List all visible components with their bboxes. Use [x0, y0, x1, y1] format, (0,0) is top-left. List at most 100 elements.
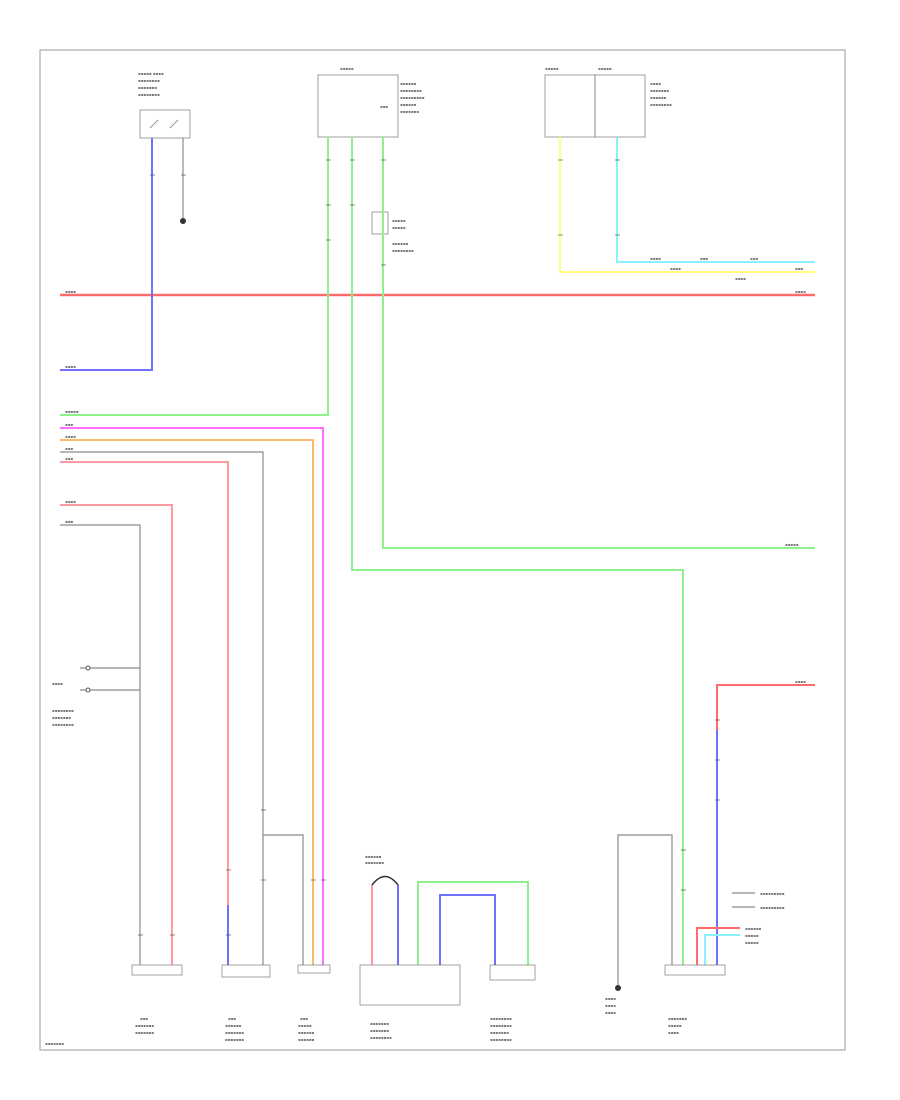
svg-text:▪▪▪: ▪▪▪ [65, 519, 73, 524]
svg-text:▪▪▪▪▪: ▪▪▪▪▪ [745, 940, 759, 945]
connector-block-2: ▪▪▪ ▪▪▪▪▪▪ ▪▪▪▪▪▪▪ ▪▪▪▪▪▪▪ [221, 964, 271, 1042]
svg-text:▪▪▪▪▪▪: ▪▪▪▪▪▪ [400, 102, 417, 107]
wire-tick-marks [138, 159, 720, 936]
svg-text:▪▪▪: ▪▪▪ [65, 422, 73, 427]
connector-block-1: ▪▪▪ ▪▪▪▪▪▪▪ ▪▪▪▪▪▪▪ [131, 964, 183, 1035]
svg-text:▪▪▪▪▪▪▪▪▪: ▪▪▪▪▪▪▪▪▪ [760, 905, 785, 910]
svg-text:▪▪▪▪▪▪▪: ▪▪▪▪▪▪▪ [370, 1021, 389, 1026]
connector-block-6: ▪▪▪▪▪▪▪ ▪▪▪▪▪ ▪▪▪▪ [664, 964, 726, 1035]
gray-wire-3 [263, 834, 304, 965]
svg-text:▪▪▪▪▪: ▪▪▪▪▪ [392, 225, 406, 230]
svg-text:▪▪▪▪: ▪▪▪▪ [795, 679, 806, 684]
svg-text:▪▪▪▪: ▪▪▪▪ [65, 434, 76, 439]
blue-wire-4 [439, 894, 496, 965]
svg-text:▪▪▪▪▪▪▪: ▪▪▪▪▪▪▪ [365, 860, 384, 865]
svg-text:▪▪▪▪▪▪▪▪▪: ▪▪▪▪▪▪▪▪▪ [400, 95, 425, 100]
svg-text:▪▪▪▪: ▪▪▪▪ [65, 499, 76, 504]
svg-text:▪▪▪▪▪: ▪▪▪▪▪ [65, 409, 79, 414]
svg-text:▪▪▪: ▪▪▪ [700, 256, 708, 261]
ground-icon [180, 218, 186, 224]
svg-text:▪▪▪▪: ▪▪▪▪ [605, 1010, 616, 1015]
svg-text:▪▪▪▪: ▪▪▪▪ [668, 1030, 679, 1035]
loop-connector-icon: ▪▪▪▪▪▪ ▪▪▪▪▪▪▪ [365, 854, 399, 886]
switch-contacts-right: ▪▪▪▪▪▪▪▪▪ ▪▪▪▪▪▪▪▪▪ ▪▪▪▪▪▪ ▪▪▪▪▪ ▪▪▪▪▪ [732, 891, 785, 945]
top-right-fuse-box: ▪▪▪▪▪ ▪▪▪▪▪ ▪▪▪▪ ▪▪▪▪▪▪▪ ▪▪▪▪▪▪ ▪▪▪▪▪▪▪▪ [544, 66, 672, 138]
svg-text:▪▪▪: ▪▪▪ [300, 1016, 308, 1021]
svg-text:▪▪▪▪▪▪▪▪: ▪▪▪▪▪▪▪▪ [400, 88, 422, 93]
svg-text:▪▪▪▪▪▪▪▪: ▪▪▪▪▪▪▪▪ [650, 102, 672, 107]
cyan-wire-right [704, 934, 740, 975]
svg-text:▪▪▪▪▪▪▪: ▪▪▪▪▪▪▪ [45, 1041, 64, 1046]
svg-text:▪▪▪▪▪▪▪▪▪: ▪▪▪▪▪▪▪▪▪ [760, 891, 785, 896]
diagram-frame [39, 49, 846, 1051]
svg-text:▪▪▪: ▪▪▪ [750, 256, 758, 261]
svg-text:▪▪▪▪▪: ▪▪▪▪▪ [668, 1023, 682, 1028]
svg-text:▪▪▪▪▪▪▪: ▪▪▪▪▪▪▪ [490, 1030, 509, 1035]
svg-text:▪▪▪▪▪: ▪▪▪▪▪ [392, 218, 406, 223]
svg-text:▪▪▪▪▪▪▪: ▪▪▪▪▪▪▪ [225, 1030, 244, 1035]
svg-text:▪▪▪▪▪▪▪: ▪▪▪▪▪▪▪ [135, 1023, 154, 1028]
svg-text:▪▪▪▪▪▪: ▪▪▪▪▪▪ [298, 1037, 315, 1042]
svg-text:▪▪▪▪▪: ▪▪▪▪▪ [340, 66, 354, 71]
svg-text:▪▪▪▪▪▪: ▪▪▪▪▪▪ [298, 1030, 315, 1035]
svg-text:▪▪▪▪▪▪▪▪: ▪▪▪▪▪▪▪▪ [370, 1035, 392, 1040]
svg-text:▪▪▪▪▪▪▪: ▪▪▪▪▪▪▪ [650, 88, 669, 93]
svg-text:▪▪▪: ▪▪▪ [795, 266, 803, 271]
inline-relay: ▪▪▪▪▪ ▪▪▪▪▪ ▪▪▪▪▪▪ ▪▪▪▪▪▪▪▪ [371, 211, 414, 253]
svg-text:▪▪▪▪: ▪▪▪▪ [650, 256, 661, 261]
svg-text:▪▪▪: ▪▪▪ [228, 1016, 236, 1021]
svg-text:▪▪▪▪▪▪▪: ▪▪▪▪▪▪▪ [400, 109, 419, 114]
svg-text:▪▪▪▪: ▪▪▪▪ [650, 81, 661, 86]
svg-text:▪▪▪▪▪▪▪▪: ▪▪▪▪▪▪▪▪ [490, 1016, 512, 1021]
svg-text:▪▪▪▪: ▪▪▪▪ [735, 276, 746, 281]
connector-block-5: ▪▪▪▪▪▪▪▪ ▪▪▪▪▪▪▪▪ ▪▪▪▪▪▪▪ ▪▪▪▪▪▪▪▪ [489, 964, 536, 1042]
green-wire-2 [351, 137, 684, 975]
gray-wire-right [617, 834, 673, 975]
ground-icon: ▪▪▪▪ ▪▪▪▪ ▪▪▪▪ [605, 975, 621, 1015]
red-wire-right-2 [696, 927, 740, 975]
top-center-fuse-box: ▪▪▪▪▪ ▪▪▪▪▪▪ ▪▪▪▪▪▪▪▪ ▪▪▪▪▪▪▪▪▪ ▪▪▪▪▪▪ ▪… [317, 66, 425, 138]
svg-text:▪▪▪▪▪▪▪▪: ▪▪▪▪▪▪▪▪ [52, 722, 74, 727]
svg-text:▪▪▪▪▪▪: ▪▪▪▪▪▪ [225, 1023, 242, 1028]
svg-text:▪▪▪▪▪: ▪▪▪▪▪ [785, 542, 799, 547]
yellow-wire [559, 137, 815, 273]
svg-text:▪▪▪▪▪▪▪: ▪▪▪▪▪▪▪ [138, 85, 157, 90]
top-left-switch-component: ▪▪▪▪▪ ▪▪▪▪ ▪▪▪▪▪▪▪▪ ▪▪▪▪▪▪▪ ▪▪▪▪▪▪▪▪ [138, 71, 191, 139]
svg-text:▪▪▪▪▪▪▪▪: ▪▪▪▪▪▪▪▪ [490, 1023, 512, 1028]
svg-text:▪▪▪▪▪▪▪: ▪▪▪▪▪▪▪ [225, 1037, 244, 1042]
svg-text:▪▪▪▪▪▪: ▪▪▪▪▪▪ [365, 854, 382, 859]
green-wire-3 [382, 137, 815, 549]
svg-text:▪▪▪▪▪: ▪▪▪▪▪ [298, 1023, 312, 1028]
cyan-wire [616, 137, 815, 263]
green-wire-1 [60, 137, 329, 416]
svg-text:▪▪▪▪▪▪▪▪: ▪▪▪▪▪▪▪▪ [138, 78, 160, 83]
svg-text:▪▪▪▪: ▪▪▪▪ [605, 996, 616, 1001]
svg-text:▪▪▪: ▪▪▪ [380, 104, 388, 109]
wire-labels: ▪▪▪▪ ▪▪▪▪ ▪▪▪▪ ▪▪▪▪▪ ▪▪▪ ▪▪▪▪ ▪▪▪ ▪▪▪ ▪▪… [45, 256, 806, 1046]
svg-text:▪▪▪▪▪: ▪▪▪▪▪ [598, 66, 612, 71]
svg-text:▪▪▪▪: ▪▪▪▪ [795, 289, 806, 294]
green-wire-4 [417, 881, 529, 965]
svg-text:▪▪▪▪▪▪: ▪▪▪▪▪▪ [650, 95, 667, 100]
magenta-wire [60, 427, 324, 965]
svg-text:▪▪▪▪▪: ▪▪▪▪▪ [745, 933, 759, 938]
svg-text:▪▪▪▪▪ ▪▪▪▪: ▪▪▪▪▪ ▪▪▪▪ [138, 71, 164, 76]
pink-wire-2 [60, 504, 173, 965]
svg-text:▪▪▪▪▪▪▪: ▪▪▪▪▪▪▪ [668, 1016, 687, 1021]
red-wire-right [716, 684, 815, 975]
svg-text:▪▪▪: ▪▪▪ [65, 456, 73, 461]
blue-wire [60, 138, 153, 371]
svg-text:▪▪▪▪▪▪: ▪▪▪▪▪▪ [745, 926, 762, 931]
svg-text:▪▪▪▪▪: ▪▪▪▪▪ [545, 66, 559, 71]
connector-block-4: ▪▪▪▪▪▪▪ ▪▪▪▪▪▪▪ ▪▪▪▪▪▪▪▪ [359, 964, 461, 1040]
svg-text:▪▪▪: ▪▪▪ [140, 1016, 148, 1021]
svg-text:▪▪▪▪▪▪▪: ▪▪▪▪▪▪▪ [52, 715, 71, 720]
svg-text:▪▪▪▪▪▪: ▪▪▪▪▪▪ [392, 241, 409, 246]
svg-text:▪▪▪▪: ▪▪▪▪ [670, 266, 681, 271]
connector-block-3: ▪▪▪ ▪▪▪▪▪ ▪▪▪▪▪▪ ▪▪▪▪▪▪ [297, 964, 331, 1042]
svg-text:▪▪▪▪: ▪▪▪▪ [65, 289, 76, 294]
svg-text:▪▪▪▪: ▪▪▪▪ [52, 681, 63, 686]
svg-text:▪▪▪▪: ▪▪▪▪ [605, 1003, 616, 1008]
svg-text:▪▪▪▪▪▪▪▪: ▪▪▪▪▪▪▪▪ [392, 248, 414, 253]
